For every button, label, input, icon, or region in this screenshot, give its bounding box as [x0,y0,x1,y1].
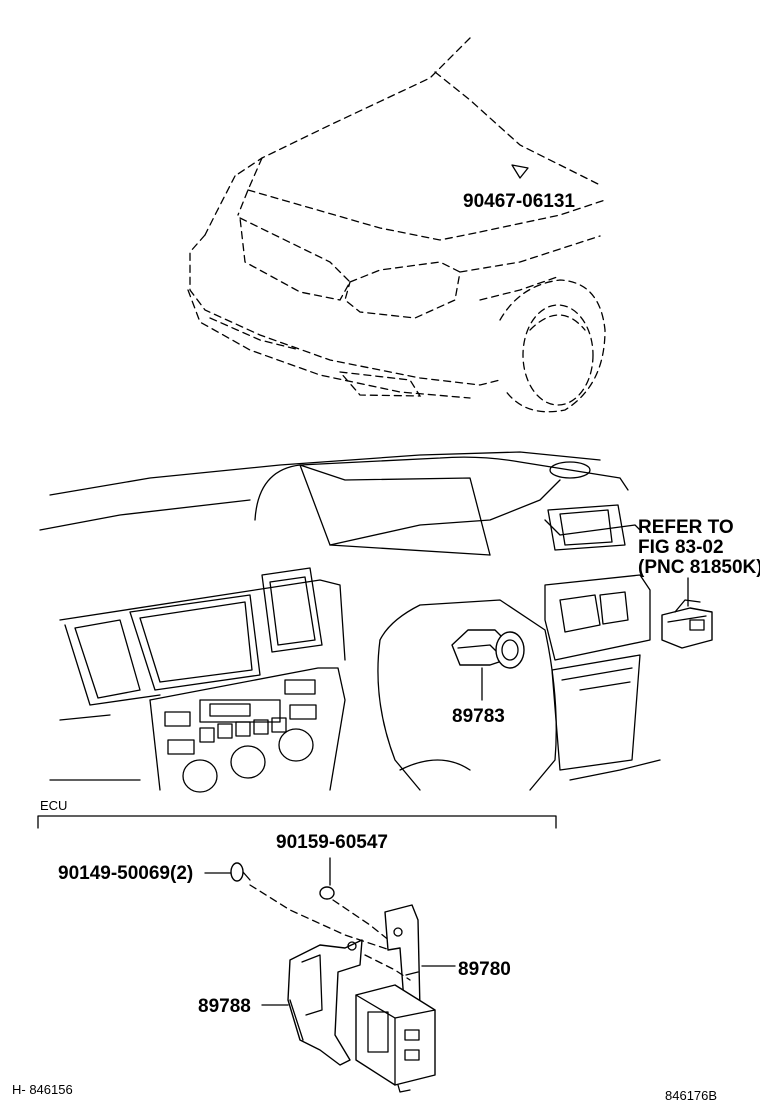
ecu-illustration [204,857,456,1093]
part-label-hood-emblem: 90467-06131 [463,191,575,212]
ecu-section-frame [37,815,557,829]
part-label-bolt: 90159-60547 [276,832,388,853]
footer-code-right: 846176B [665,1088,717,1103]
footer-code-left: H- 846156 [12,1082,73,1097]
bolt-part [319,886,335,900]
switch-part [661,599,713,649]
screw-part [230,862,251,882]
refer-note-line3: (PNC 81850K) [638,557,760,578]
part-label-bracket: 89788 [198,996,251,1017]
ecu-unit [355,984,436,1093]
dashboard-illustration [39,451,713,793]
part-label-screw: 90149-50069(2) [58,863,193,884]
car-front-illustration [187,37,606,413]
refer-note-line1: REFER TO [638,517,734,538]
part-label-ecu-unit: 89780 [458,959,511,980]
ecu-cover-bracket [287,939,363,1066]
section-title-ecu: ECU [40,798,67,813]
part-label-ignition: 89783 [452,706,505,727]
refer-note-line2: FIG 83-02 [638,537,724,558]
ignition-switch-part [451,629,525,669]
